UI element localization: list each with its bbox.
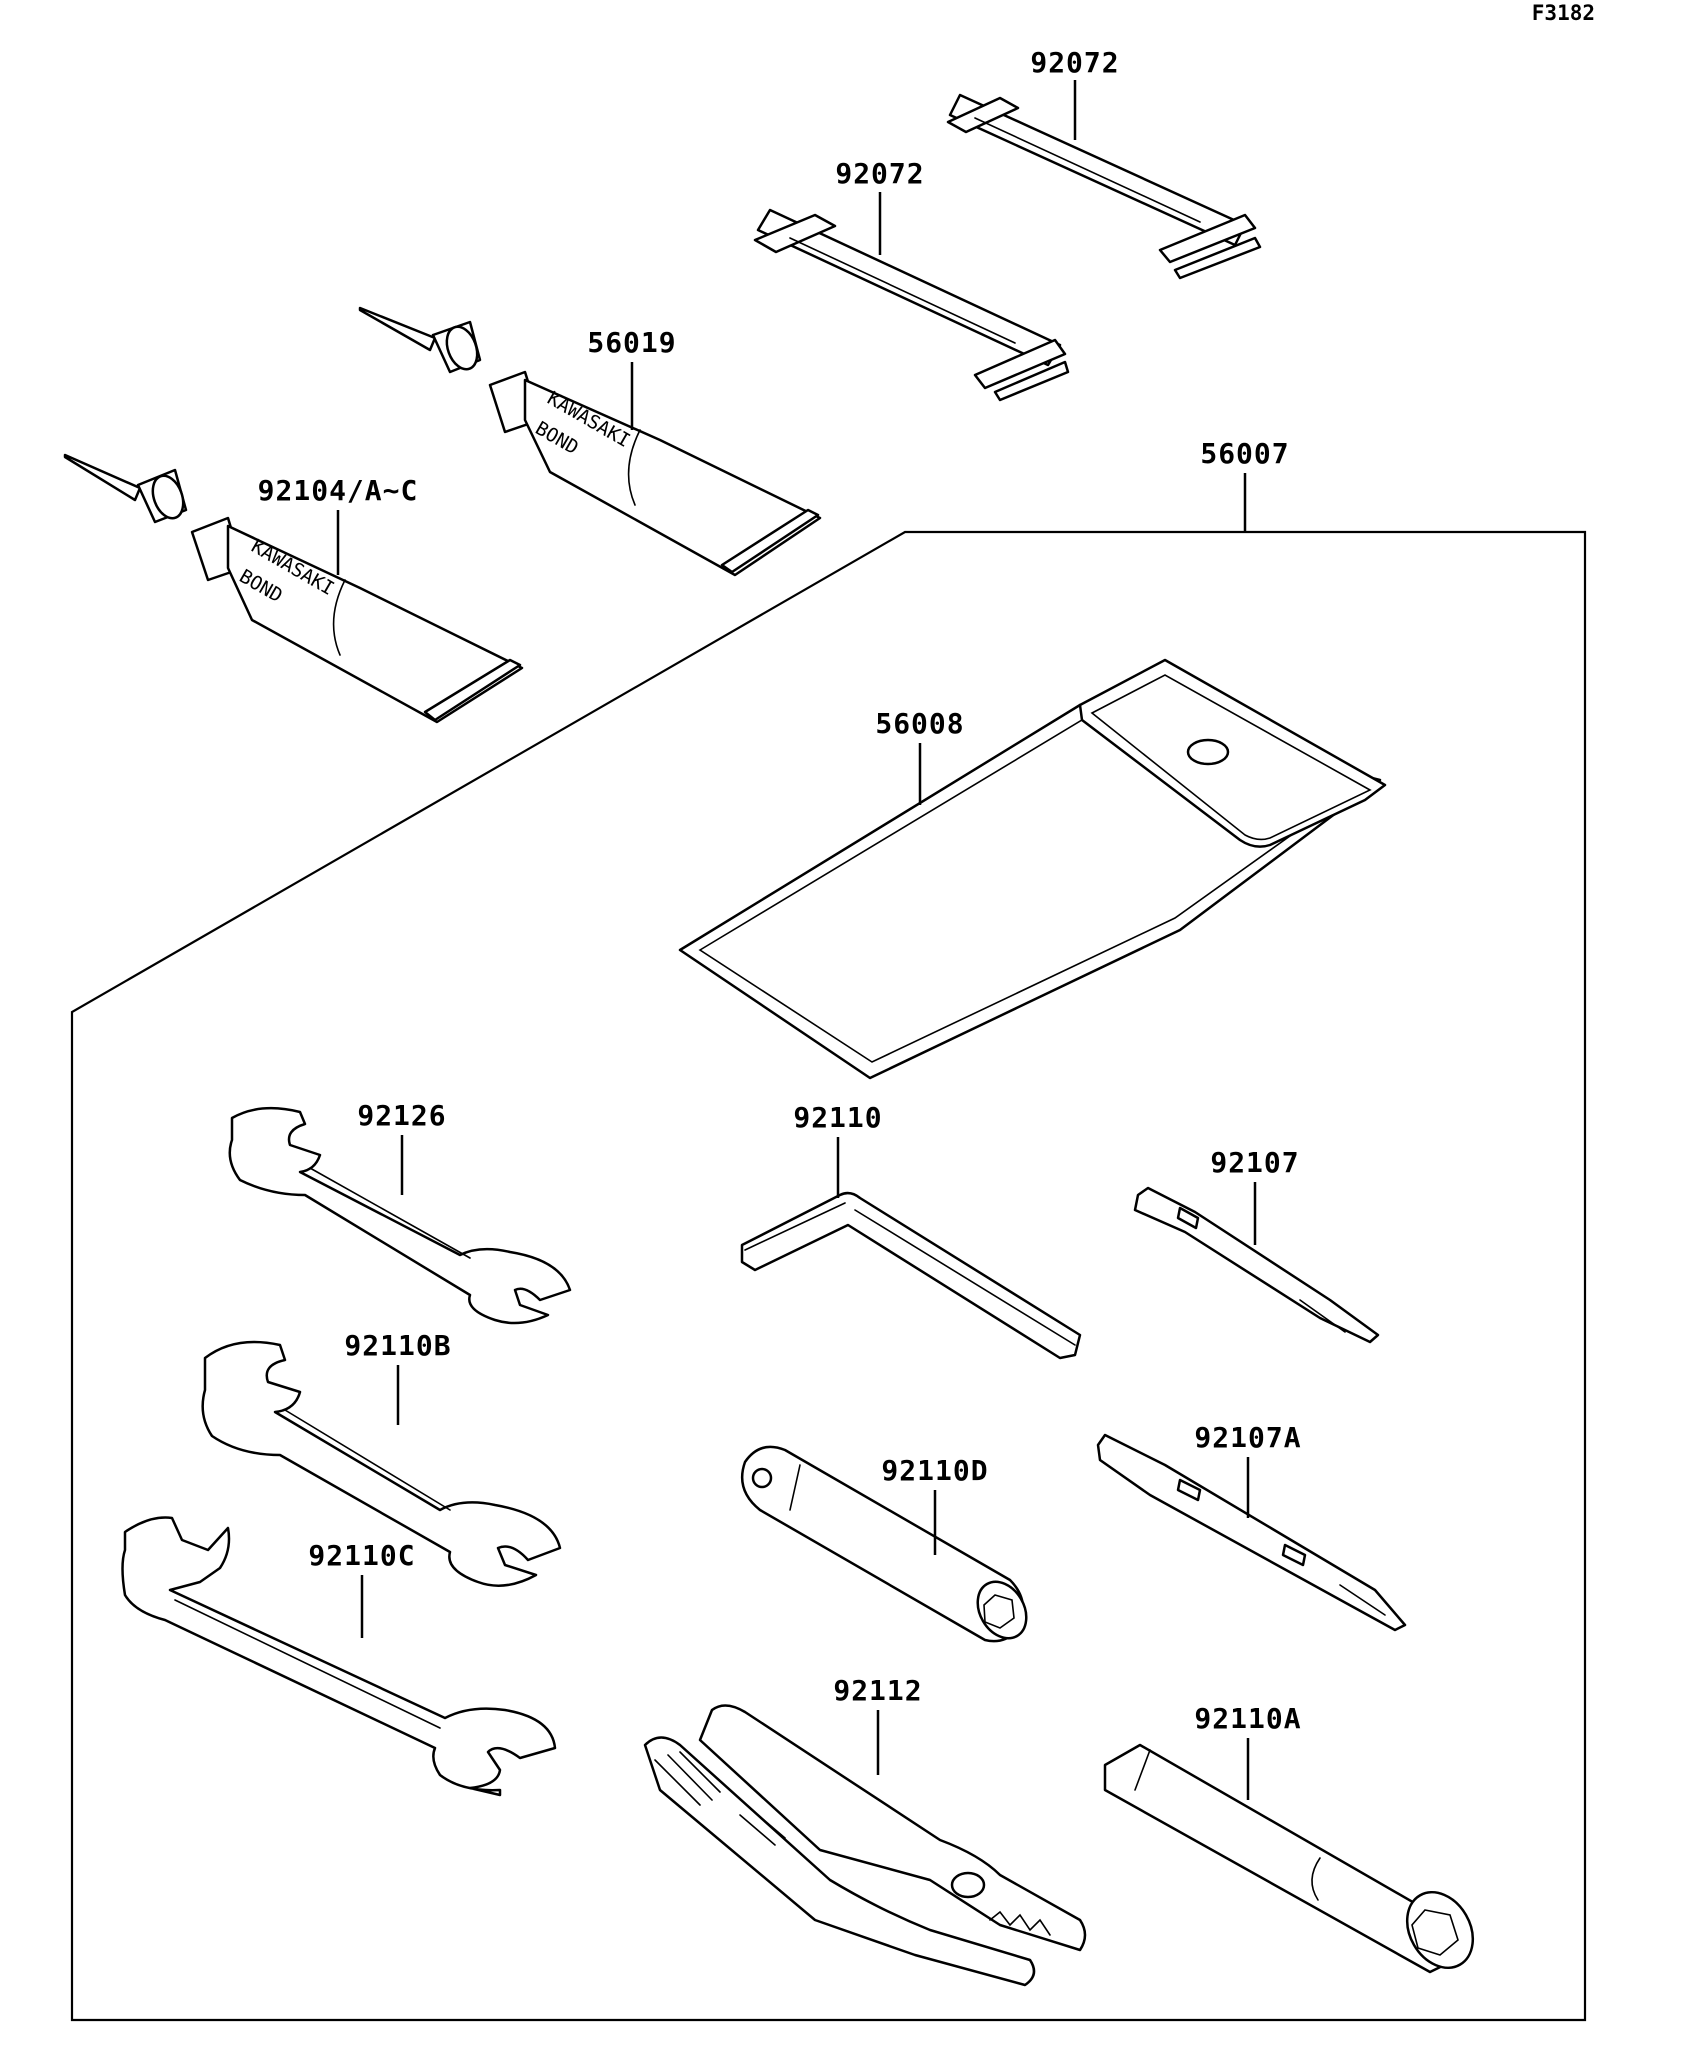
battery-strap-top	[946, 93, 1262, 280]
wrench-92110c	[121, 1516, 557, 1797]
socket-tube	[740, 1445, 1028, 1643]
label-wrench-3: 92110C	[308, 1539, 415, 1572]
tool-bag	[678, 658, 1387, 1080]
label-wrench-1: 92126	[357, 1099, 446, 1132]
diagram-code: F3182	[1532, 1, 1595, 25]
label-tool-kit: 56007	[1200, 437, 1289, 470]
wrench-92110b	[201, 1340, 562, 1587]
pliers	[643, 1704, 1087, 1987]
screwdriver-bit-a	[1096, 1433, 1407, 1632]
label-spark-plug-wrench: 92110A	[1194, 1702, 1301, 1735]
tool-kit-outline	[70, 530, 1587, 2022]
label-strap-top: 92072	[1030, 46, 1119, 79]
label-wrench-2: 92110B	[344, 1329, 451, 1362]
label-tool-bag: 56008	[875, 707, 964, 740]
screwdriver-bit	[1133, 1186, 1380, 1344]
label-strap-bottom: 92072	[835, 157, 924, 190]
label-screwdriver-bit: 92107	[1210, 1146, 1299, 1179]
bond-tube-top: KAWASAKI BOND	[358, 306, 822, 577]
hex-key	[740, 1191, 1082, 1360]
label-screwdriver-bit-a: 92107A	[1194, 1421, 1301, 1454]
label-hex-key: 92110	[793, 1101, 882, 1134]
label-bond-bottom: 92104/A~C	[258, 474, 419, 507]
wrench-92126	[228, 1106, 572, 1325]
label-pliers: 92112	[833, 1674, 922, 1707]
battery-strap-bottom	[753, 208, 1070, 402]
spark-plug-wrench	[1103, 1743, 1475, 1974]
label-bond-top: 56019	[587, 326, 676, 359]
label-socket-tube: 92110D	[881, 1454, 988, 1487]
